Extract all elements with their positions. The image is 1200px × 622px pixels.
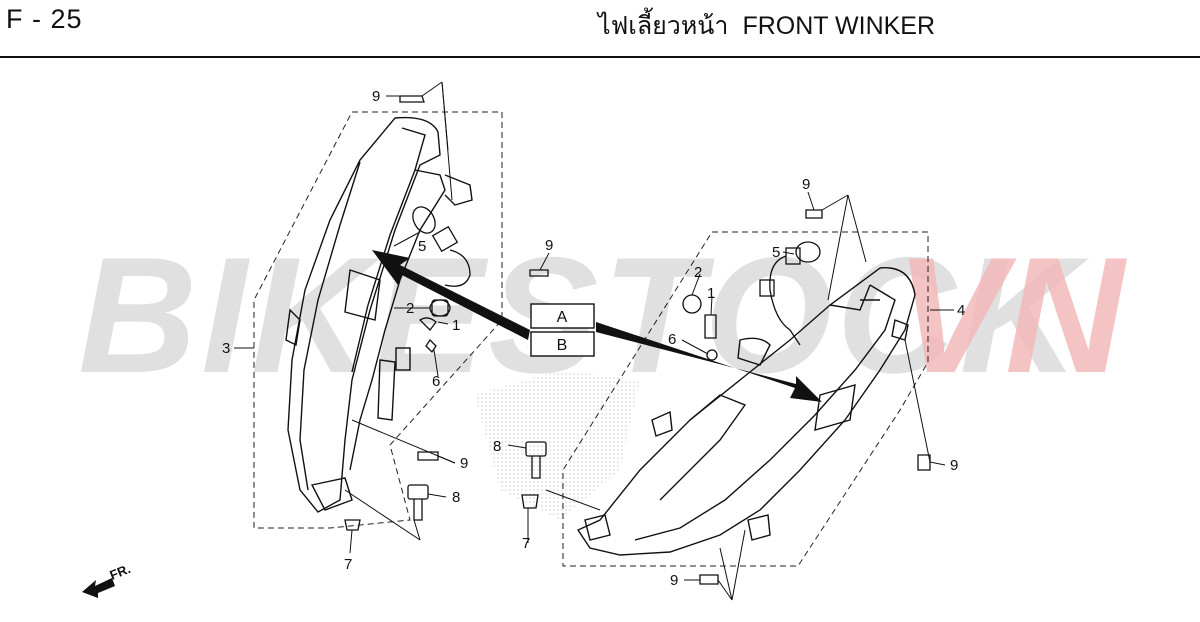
- left-small-parts: [399, 95, 549, 461]
- left-bolt-clip: [344, 484, 429, 531]
- right-bulb-socket: [759, 241, 821, 346]
- front-direction-label: FR.: [108, 561, 133, 583]
- view-arrows: [372, 250, 822, 402]
- arrow-a: [372, 250, 530, 340]
- leader-lines: [234, 81, 954, 601]
- callout-9: 9: [950, 457, 958, 474]
- callout-9: 9: [670, 572, 678, 589]
- left-assembly-outline: [253, 111, 503, 529]
- callout-9: 9: [460, 455, 468, 472]
- callout-4: 4: [957, 302, 965, 319]
- legend-label-b: B: [557, 337, 568, 354]
- callout-6: 6: [432, 373, 440, 390]
- front-arrow-icon: [82, 578, 115, 598]
- callout-1: 1: [707, 285, 715, 302]
- callout-3: 3: [222, 340, 230, 357]
- callout-5: 5: [772, 244, 780, 261]
- callout-2: 2: [406, 300, 414, 317]
- callout-7: 7: [522, 535, 530, 552]
- legend-boxes: A B: [530, 303, 595, 357]
- callout-7: 7: [344, 556, 352, 573]
- page-title-english: FRONT WINKER: [742, 12, 936, 40]
- callout-5: 5: [418, 238, 426, 255]
- callout-8: 8: [493, 438, 501, 455]
- page-code: F - 25: [6, 4, 83, 34]
- right-small-parts: [521, 209, 931, 585]
- callout-9: 9: [802, 176, 810, 193]
- page-title-thai: ไฟเลี้ยวหน้า: [598, 12, 729, 40]
- legend-label-a: A: [557, 309, 568, 326]
- arrow-b: [596, 322, 822, 402]
- page-title: ไฟเลี้ยวหน้า FRONT WINKER: [598, 6, 935, 46]
- legend-box-b: [530, 331, 595, 357]
- callout-8: 8: [452, 489, 460, 506]
- front-direction-marker: FR.: [82, 561, 133, 598]
- legend-box-a: [530, 303, 595, 329]
- callout-labels: 9 5 9 2 1 3 6 9 8 7 9 5 2 1 6 4 9 8 7 9: [222, 88, 965, 589]
- callout-1: 1: [452, 317, 460, 334]
- callout-2: 2: [694, 264, 702, 281]
- watermark-text-accent: VN: [895, 223, 1127, 407]
- callout-9: 9: [372, 88, 380, 105]
- callout-9: 9: [545, 237, 553, 254]
- callout-6: 6: [668, 331, 676, 348]
- left-bulb-socket: [412, 206, 471, 287]
- background-dot-texture: [475, 370, 640, 520]
- header-divider: [0, 56, 1200, 58]
- right-assembly-outline: [562, 231, 929, 567]
